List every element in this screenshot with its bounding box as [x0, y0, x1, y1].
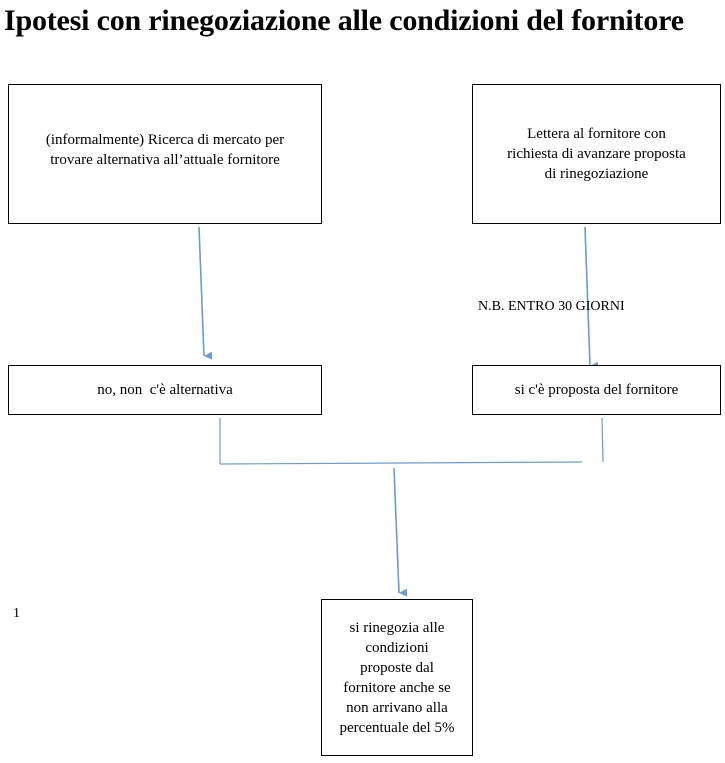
box-text-line: no, non c'è alternativa: [97, 382, 233, 398]
supplier-proposal-box: si c'è proposta del fornitore: [472, 365, 721, 415]
deadline-note: N.B. ENTRO 30 GIORNI: [478, 299, 625, 314]
page-title: Ipotesi con rinegoziazione alle condizio…: [4, 4, 684, 37]
box-text-line: percentuale del 5%: [339, 719, 455, 736]
no-alternative-box: no, non c'è alternativa: [8, 365, 322, 415]
arrow-join-to-renegotiate: [393, 467, 408, 597]
connector-join-horizontal: [219, 461, 583, 465]
renegotiate-box: si rinegozia alle condizioni proposte da…: [321, 599, 473, 756]
box-text-line: proposte dal: [360, 659, 434, 676]
arrow-research-to-no-alternative: [198, 226, 213, 360]
page-number: 1: [13, 606, 20, 621]
box-text-line: si c'è proposta del fornitore: [514, 382, 679, 398]
box-text-line: di rinegoziazione: [544, 166, 649, 182]
connector-right-drop: [601, 417, 604, 463]
box-text-line: Lettera al fornitore con: [527, 126, 666, 142]
box-text-line: si rinegozia alle: [349, 619, 445, 636]
box-text-line: non arrivano alla: [346, 699, 448, 716]
supplier-letter-box: Lettera al fornitore con richiesta di av…: [472, 84, 721, 224]
box-text-line: richiesta di avanzare proposta: [507, 146, 686, 162]
box-text-line: trovare alternativa all’attuale fornitor…: [50, 152, 280, 168]
arrow-letter-to-supplier-proposal: [584, 226, 599, 370]
box-text-line: fornitore anche se: [343, 679, 451, 696]
market-research-box: (informalmente) Ricerca di mercato per t…: [8, 84, 322, 224]
box-text-line: (informalmente) Ricerca di mercato per: [45, 132, 285, 148]
box-text-line: condizioni: [365, 639, 429, 656]
